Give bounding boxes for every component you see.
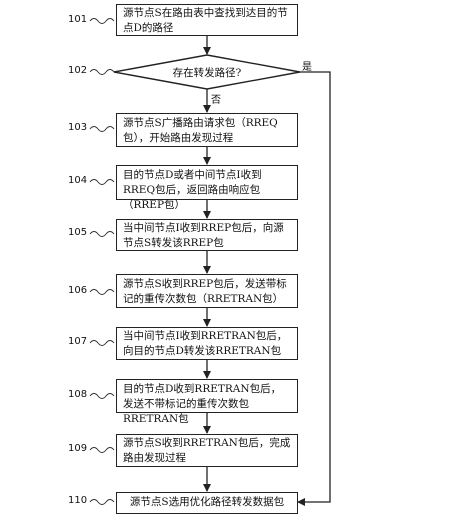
leader-110 <box>89 499 115 505</box>
step-box-109: 源节点S收到RRETRAN包后，完成路由发现过程 <box>116 434 298 467</box>
leader-102 <box>89 69 115 75</box>
leader-107 <box>89 340 115 346</box>
leader-106 <box>89 289 115 295</box>
step-number-106: 106 <box>68 285 88 296</box>
leader-104 <box>89 179 115 185</box>
step-number-108: 108 <box>68 389 88 400</box>
step-leaders <box>89 18 115 505</box>
step-number-102: 102 <box>68 65 88 76</box>
step-box-106: 源节点S收到RREP包后，发送带标记的重传次数包（RRETRAN包） <box>116 274 298 308</box>
decision-label: 存在转发路径? <box>172 67 242 79</box>
leader-109 <box>89 447 115 453</box>
step-number-103: 103 <box>68 122 88 133</box>
step-box-108: 目的节点D收到RRETRAN包后，发送不带标记的重传次数包RRETRAN包 <box>116 379 298 425</box>
step-number-110: 110 <box>68 495 88 506</box>
yes-branch-line <box>297 71 331 506</box>
step-number-107: 107 <box>68 336 88 347</box>
no-label: 否 <box>211 95 221 106</box>
step-number-104: 104 <box>68 175 88 186</box>
step-box-107: 当中间节点I收到RRETRAN包后，向目的节点D转发该RRETRAN包 <box>116 327 298 360</box>
step-box-104: 目的节点D或者中间节点I收到RREQ包后，返回路由响应包（RREP包） <box>116 165 298 211</box>
leader-108 <box>89 393 115 399</box>
step-number-109: 109 <box>68 443 88 454</box>
step-box-105: 当中间节点I收到RREP包后，向源节点S转发该RREP包 <box>116 219 298 251</box>
step-number-105: 105 <box>68 227 88 238</box>
step-number-101: 101 <box>68 14 88 25</box>
flow-connectors <box>203 36 331 506</box>
leader-103 <box>89 126 115 132</box>
leader-101 <box>89 18 115 24</box>
step-box-101: 源节点S在路由表中查找到达目的节点D的路径 <box>116 4 298 36</box>
leader-105 <box>89 231 115 237</box>
step-box-110: 源节点S选用优化路径转发数据包 <box>116 492 298 514</box>
step-box-103: 源节点S广播路由请求包（RREQ包），开始路由发现过程 <box>116 113 298 147</box>
yes-label: 是 <box>302 62 312 73</box>
